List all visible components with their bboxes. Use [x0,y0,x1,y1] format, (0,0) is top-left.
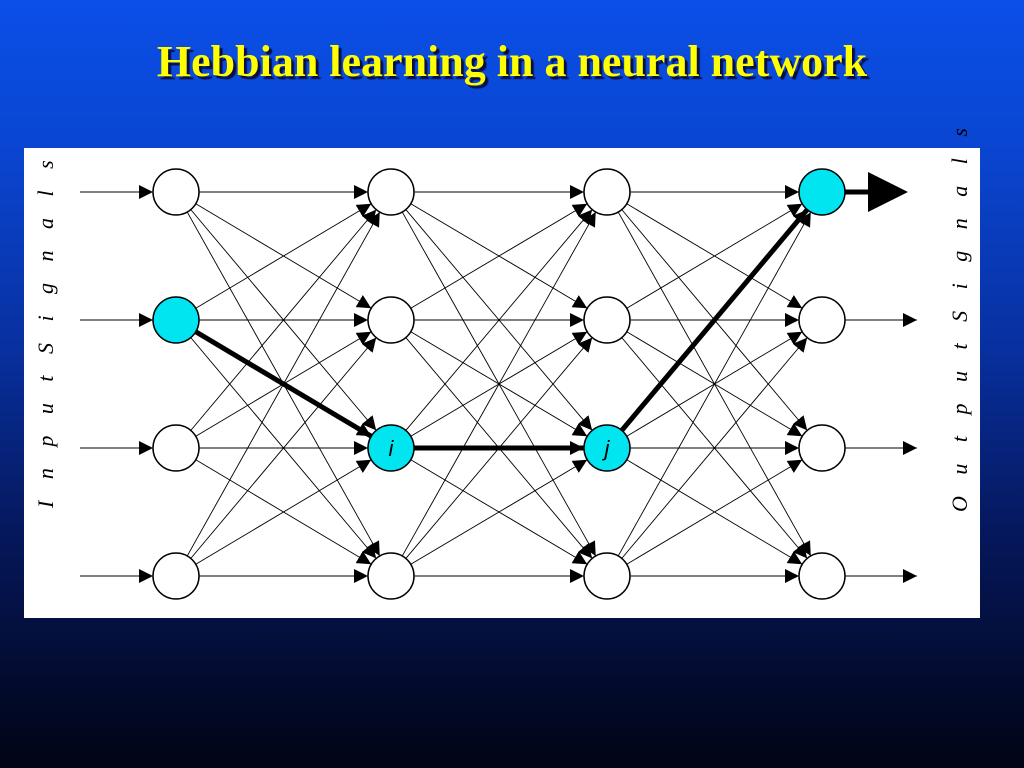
hebbian-path-segment [194,329,373,439]
neuron [798,552,846,600]
neuron [152,168,200,216]
connection-line [617,211,812,557]
neuron [152,552,200,600]
connection-line [405,209,593,431]
connection-line [190,209,377,431]
neuron [152,424,200,472]
active-neuron [583,424,631,472]
hebbian-path-segment [619,208,810,432]
active-neuron [367,424,415,472]
connection-line [190,337,377,559]
neuron [798,296,846,344]
connection-line [410,459,588,565]
neuron [367,168,415,216]
neuron [583,296,631,344]
neuron [367,296,415,344]
diagram-panel: I n p u t S i g n a l s O u t p u t S i … [24,120,980,618]
connection-line [195,203,372,309]
neuron [798,424,846,472]
neuron [583,552,631,600]
neuron [583,168,631,216]
connection-line [410,203,588,309]
neuron-label-i: i [389,436,395,461]
connection-line [626,203,803,309]
connection-line [626,459,803,565]
connection-line [401,211,597,557]
slide-title: Hebbian learning in a neural network [156,37,868,86]
active-neuron [152,296,200,344]
connection-line [621,337,808,559]
neuron-label-j: j [602,436,611,461]
connection-line [195,459,372,565]
neuron [367,552,415,600]
active-neuron [798,168,846,216]
